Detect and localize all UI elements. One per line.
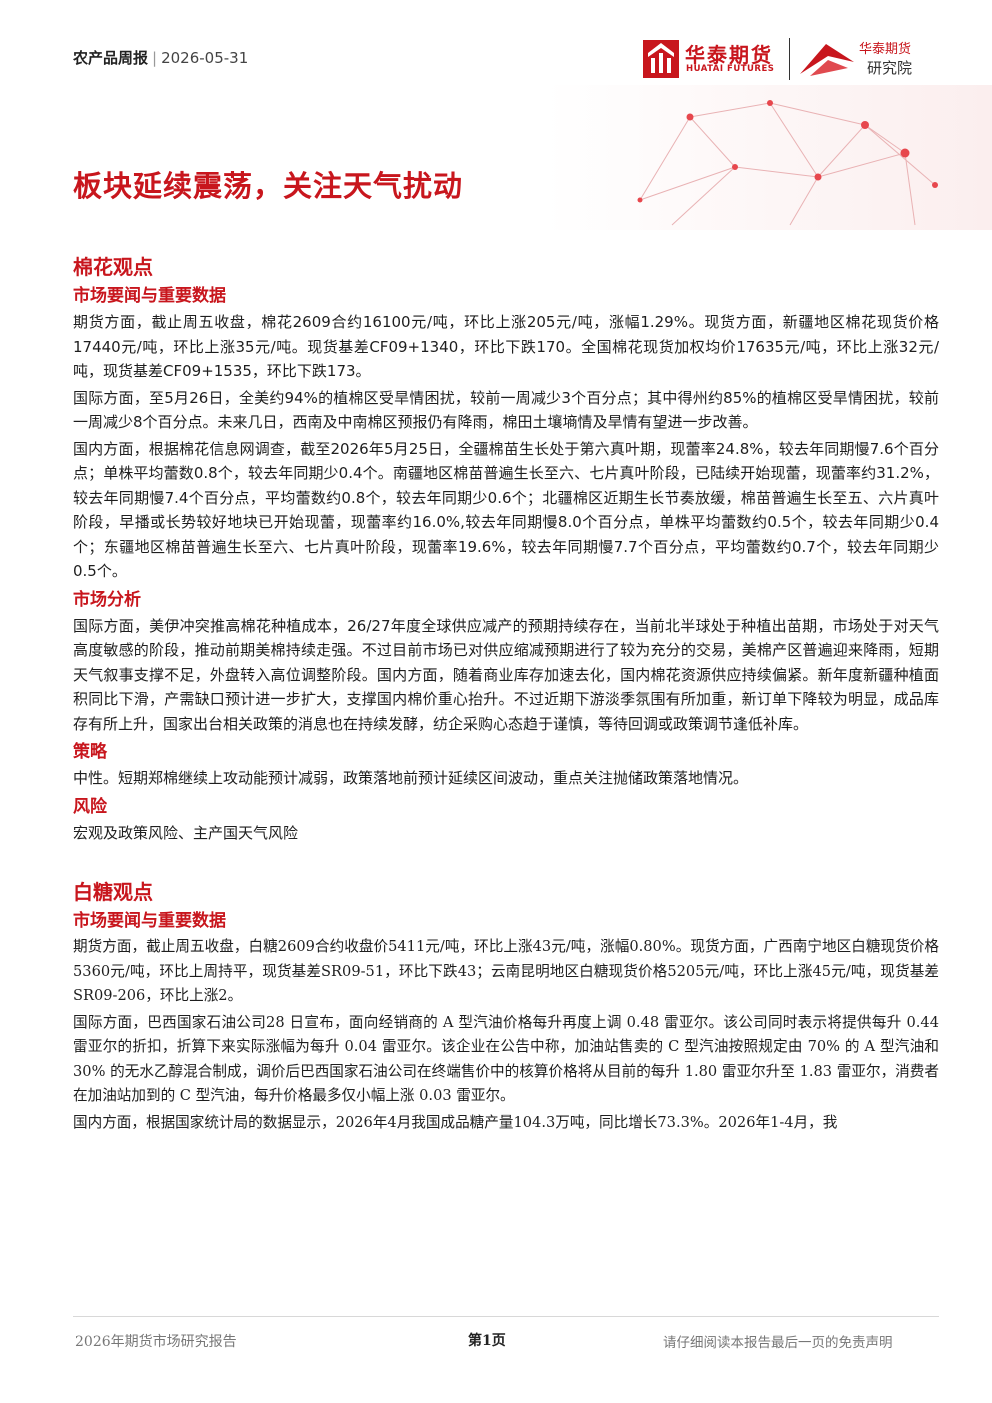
subsection-title: 风险 [73,796,107,817]
report-content: 棉花观点 市场要闻与重要数据 期货方面，截止周五收盘，棉花2609合约16100… [73,252,939,1137]
report-name: 农产品周报 [73,49,149,67]
subsection-title: 市场要闻与重要数据 [73,911,226,931]
paragraph: 国内方面，根据棉花信息网调查，截至2026年5月25日，全疆棉苗生长处于第六真叶… [73,439,939,581]
paragraph: 国内方面，根据国家统计局的数据显示，2026年4月我国成品糖产量104.3万吨，… [73,1113,838,1131]
section-title-sugar: 白糖观点 [73,880,153,904]
logo-text-cn: 华泰期货 [685,43,773,67]
footer-divider [73,1316,939,1317]
subsection-title: 策略 [73,742,107,762]
report-header: 农产品周报|2026-05-31 [73,47,248,68]
huatai-logo-icon [643,40,679,78]
section-spacer [73,847,939,877]
banner-background [0,85,992,230]
title-banner: 板块延续震荡，关注天气扰动 [0,85,992,230]
header-separator: | [152,49,158,67]
brand-logo-block: 华泰期货 HUATAI FUTURES 华泰期货 研究院 [643,36,943,82]
report-date: 2026-05-31 [161,49,249,67]
page-number: 第1页 [468,1333,506,1349]
subsection-title: 市场分析 [73,589,141,610]
section-title-cotton: 棉花观点 [73,255,153,279]
research-institute-logo-icon [800,44,854,76]
network-decoration-icon [637,100,938,226]
footer-report-label: 2026年期货市场研究报告 [75,1334,237,1350]
paragraph: 宏观及政策风险、主产国天气风险 [73,823,299,842]
logo-divider [789,38,790,80]
page-title: 板块延续震荡，关注天气扰动 [73,169,464,203]
paragraph: 中性。短期郑棉继续上攻动能预计减弱，政策落地前预计延续区间波动，重点关注抛储政策… [73,769,749,787]
paragraph: 期货方面，截止周五收盘，白糖2609合约收盘价5411元/吨，环比上涨43元/吨… [73,938,939,1004]
paragraph: 国际方面，巴西国家石油公司28 日宣布，面向经销商的 A 型汽油价格每升再度上调… [73,1013,939,1105]
research-logo-line1: 华泰期货 [859,42,912,57]
subsection-title: 市场要闻与重要数据 [73,286,226,306]
disclaimer-note: 请仔细阅读本报告最后一页的免责声明 [663,1335,893,1351]
paragraph: 国际方面，至5月26日，全美约94%的植棉区受旱情困扰，较前一周减少3个百分点；… [73,388,939,432]
paragraph: 期货方面，截止周五收盘，棉花2609合约16100元/吨，环比上涨205元/吨，… [73,313,939,380]
research-logo-line2: 研究院 [867,59,913,77]
logo-text-en: HUATAI FUTURES [686,64,775,74]
paragraph: 国际方面，美伊冲突推高棉花种植成本，26/27年度全球供应减产的预期持续存在，当… [73,616,939,733]
